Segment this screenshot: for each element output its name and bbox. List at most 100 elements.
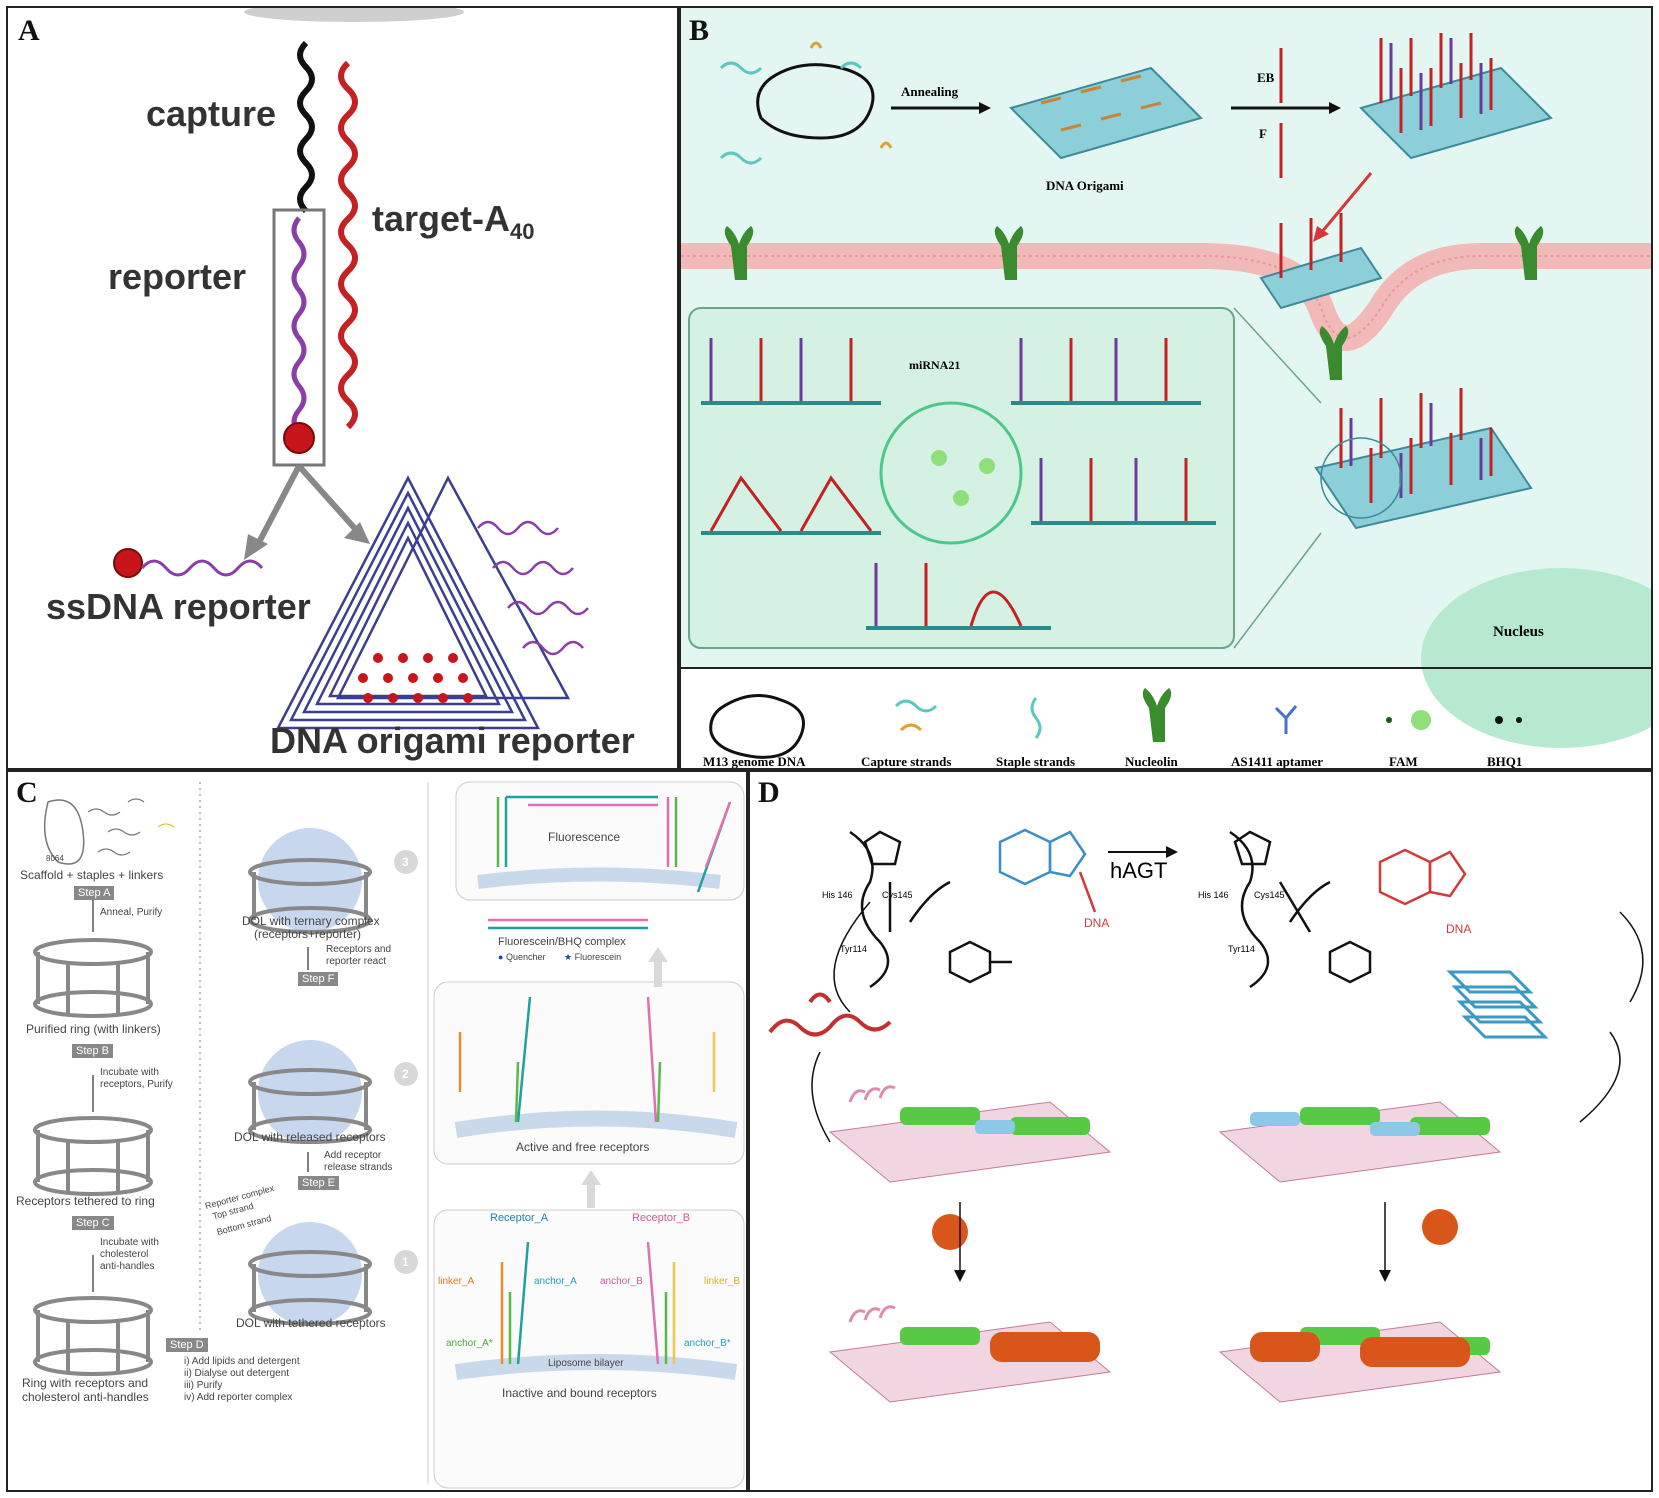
fluorescein-label: ★ Fluorescein [564,952,621,963]
anchor-b-label: anchor_B [600,1276,643,1287]
entry-arrow [1319,172,1373,234]
dol-rings [248,858,372,1326]
inset-probes [701,338,1216,630]
mirna-glow [931,450,995,506]
reporter-box [272,208,326,467]
cycle-arrow-right-2 [1579,1031,1621,1123]
blue-structure [1446,970,1549,1039]
anchor-a-label: anchor_A [534,1276,577,1287]
anchor-b-star-label: anchor_B* [684,1338,731,1349]
reporter-bead [283,422,315,454]
dol-ternary-label-2: (receptors+reporter) [254,927,362,941]
liposome-label: Liposome bilayer [548,1358,624,1369]
dol-ternary-label-1: DOL with ternary complex [242,914,380,928]
strands-1 [500,1241,676,1365]
his-label-left: His 146 [822,890,853,900]
red-substrate [768,992,892,1037]
step-f-text-1: Receptors and [326,944,392,955]
legend-capture: Capture strands [861,754,952,769]
legend-capture-icon [894,699,938,713]
ssdna-reporter-label: ssDNA reporter [46,586,311,627]
tyr-label-left: Tyr114 [840,944,867,954]
legend-aptamer-icon [1274,705,1298,734]
origami-tile-2 [1359,33,1553,160]
legend-staple-icon [1030,697,1042,739]
legend-fam-dot [1386,717,1392,723]
his-label-right: His 146 [1198,890,1229,900]
reporter-label: reporter [108,256,247,297]
panel-a: A capture target-A40 reporter ssDNA repo… [6,6,679,770]
membrane-1 [454,1354,738,1380]
ring-final-label-1: Ring with receptors and [22,1376,149,1390]
fluorescein-text: Fluorescein [574,952,622,962]
right-guanine [1378,848,1467,906]
strands-3 [496,795,732,893]
target-label: target-A40 [372,198,535,245]
dna-label-right: DNA [1446,922,1472,936]
legend-nucleolin: Nucleolin [1125,754,1178,769]
arrow-right [296,464,361,534]
fluorescein-icon: ★ [564,952,573,962]
box-1 [433,1209,745,1489]
mirna-label: miRNA21 [909,358,961,372]
eb-f-arrow-head [1329,102,1341,114]
fluorescence-label: Fluorescence [548,830,621,844]
step-c-badge: Step C [72,1216,114,1230]
origami-reporter-label: DNA origami reporter [270,720,635,761]
legend-m13: M13 genome DNA [703,754,806,769]
annealing-arrow-head [979,102,991,114]
step-a-text: Anneal, Purify [100,907,163,918]
entry-arrow-head [1313,226,1329,242]
panel-c-drawing [33,781,745,1489]
origami-tile-nucleus [1314,388,1533,530]
receptors-tethered-label: Receptors tethered to ring [16,1194,155,1208]
annealing-label: Annealing [901,84,959,99]
panel-b-letter: B [689,14,710,47]
purified-ring-label: Purified ring (with linkers) [26,1022,161,1036]
target-label-sub: 40 [510,219,535,245]
step-f-text-2: reporter react [326,956,387,967]
inset-line-top [1233,307,1322,404]
origami-triangle [275,475,571,730]
ssdna-bead [113,548,143,578]
legend-aptamer: AS1411 aptamer [1231,754,1324,769]
step-number-3: 3 [402,855,409,869]
legend-fam: FAM [1389,754,1418,769]
step-d-badge: Step D [166,1338,208,1352]
quencher-text: Quencher [505,952,546,962]
panel-a-letter: A [18,14,40,47]
down-arrow-right-head [1379,1270,1391,1282]
step-d-item-4: iv) Add reporter complex [184,1392,293,1403]
eb-label: EB [1257,70,1275,85]
step-circles [394,850,418,1274]
fbhq-strands [488,918,648,930]
anchor-a-star-label: anchor_A* [446,1338,493,1349]
inset-box [688,307,1235,649]
step-d-item-3: iii) Purify [184,1380,223,1391]
step-c-text-3: anti-handles [100,1261,155,1272]
panel-d-letter: D [758,776,780,809]
step-e-badge: Step E [298,1176,340,1190]
cys-label-right: Cys145 [1254,890,1285,900]
step-number-2: 2 [402,1067,409,1081]
big-arrow-up-1 [648,947,668,987]
step-b-badge: Step B [72,1044,114,1058]
target-label-main: target-A [372,198,511,239]
step-arrows [92,897,309,1292]
left-guanine [998,828,1087,886]
step-c-text-1: Incubate with [100,1237,159,1248]
target-strand [338,60,358,430]
quencher-icon: ● [498,952,504,962]
hagt-label: hAGT [1110,858,1168,883]
origami-overhangs [477,520,589,656]
legend-fam-icon [1411,710,1431,730]
step-e-text-2: release strands [324,1162,393,1173]
panel-d: D hAGT His 146 Cys145 Tyr114 DNA His 146… [748,770,1653,1492]
left-dna-line [1078,871,1097,913]
capture-strand [297,40,315,214]
panel-c: C 8064 Scaffold + staples + linkers Step… [6,770,748,1492]
surface [244,8,464,22]
scaffold-loop [43,799,85,865]
step-b-text-2: receptors, Purify [100,1079,173,1090]
tyr-label-right: Tyr114 [1228,944,1255,954]
